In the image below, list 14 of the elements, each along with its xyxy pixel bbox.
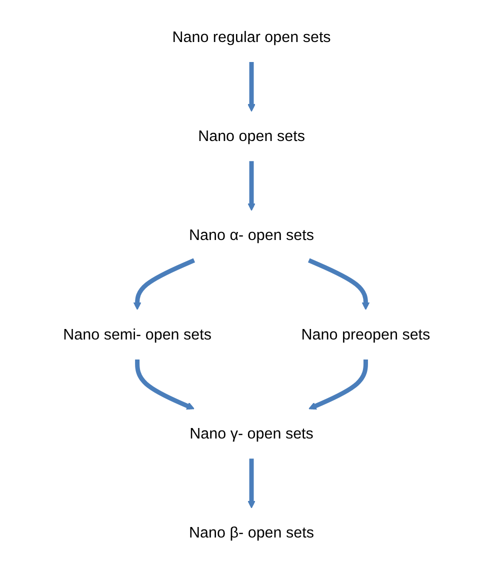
node-text: Nano open sets	[198, 126, 306, 144]
arrow	[248, 160, 256, 210]
arrow	[248, 61, 256, 112]
arrow	[248, 458, 256, 508]
node-text: Nano regular open sets	[172, 28, 332, 45]
node-text: Nano α- open sets	[189, 226, 314, 244]
arrow	[134, 258, 196, 310]
node-text: Nano γ- open sets	[190, 424, 314, 442]
node-text: Nano preopen sets	[302, 325, 431, 342]
arrow	[308, 258, 370, 310]
node-text: Nano β- open sets	[189, 524, 314, 541]
arrow	[308, 358, 368, 410]
node-text: Nano semi- open sets	[63, 325, 212, 342]
arrow	[135, 358, 195, 410]
